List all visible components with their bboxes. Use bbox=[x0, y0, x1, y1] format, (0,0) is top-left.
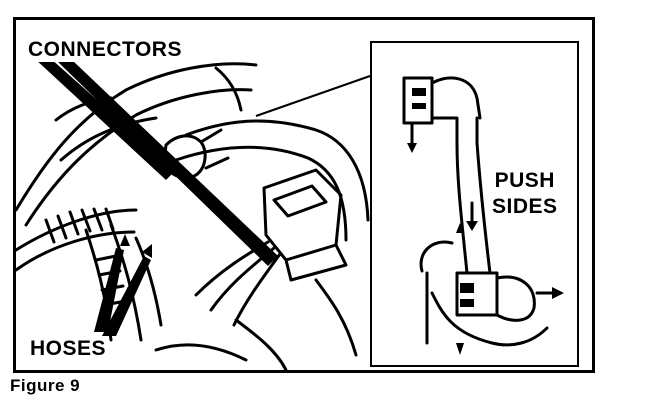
push-sides-line2: SIDES bbox=[492, 195, 558, 218]
detail-inset: PUSH SIDES bbox=[370, 41, 579, 367]
engine-illustration bbox=[16, 58, 371, 370]
figure-caption: Figure 9 bbox=[10, 376, 81, 395]
connectors-label: CONNECTORS bbox=[26, 38, 184, 62]
connector-detail-drawing bbox=[402, 76, 564, 355]
push-sides-label: PUSH SIDES bbox=[492, 168, 558, 220]
figure-frame: PUSH SIDES CONNECTORS HOSES bbox=[13, 17, 595, 373]
hoses-label: HOSES bbox=[28, 337, 109, 361]
push-sides-line1: PUSH bbox=[494, 169, 555, 192]
